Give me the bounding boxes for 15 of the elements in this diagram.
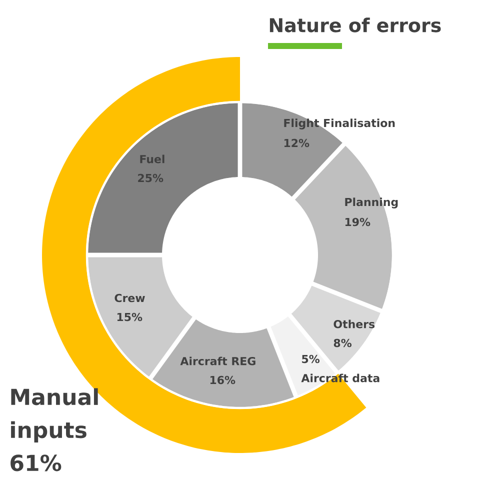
slice-label: Crew xyxy=(114,294,145,302)
slice-label: Flight Finalisation xyxy=(284,118,395,130)
slice-label: Planning xyxy=(345,198,398,208)
annotation-label: Manual inputs 61% xyxy=(10,388,98,472)
value-label: 16% xyxy=(210,376,236,384)
value-label: 12% xyxy=(284,138,310,148)
value-label: 19% xyxy=(345,218,370,226)
value-label: 25% xyxy=(138,174,164,182)
value-label: 8% xyxy=(334,338,352,348)
slice-label: Aircraft REG xyxy=(180,356,256,366)
value-label: 5% xyxy=(302,354,320,364)
chart-title: Nature of errors xyxy=(270,18,441,32)
slice-label: Fuel xyxy=(140,154,164,164)
value-label: 15% xyxy=(117,312,142,322)
slice-label: Others xyxy=(334,320,375,328)
